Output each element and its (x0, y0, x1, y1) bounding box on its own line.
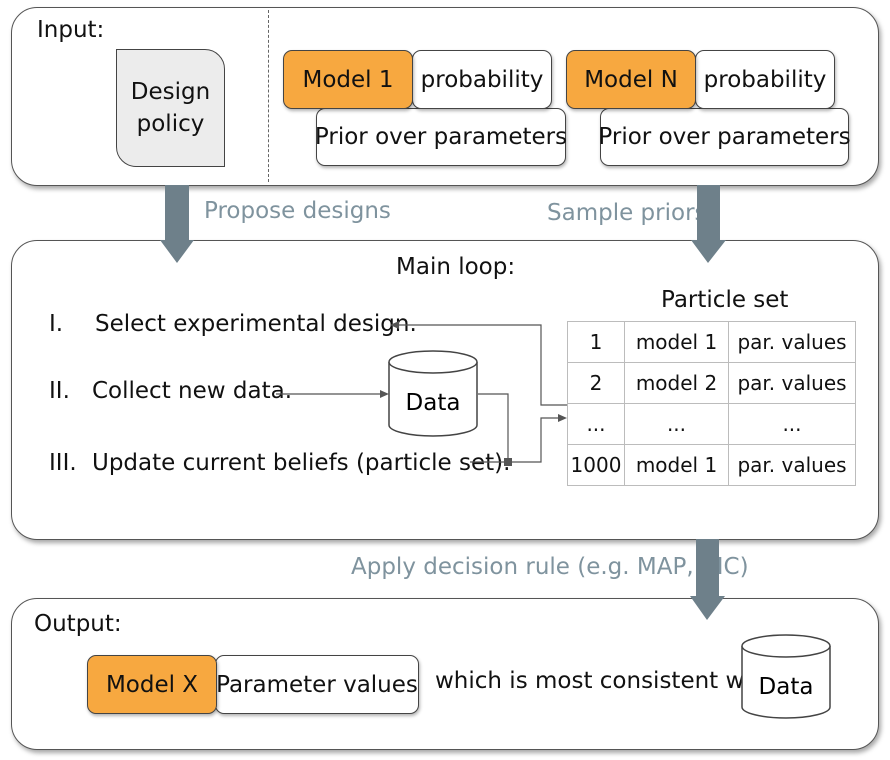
input-divider (268, 10, 269, 182)
model-1-box: Model 1 (283, 50, 413, 109)
table-cell: model 1 (624, 444, 729, 486)
arrowhead-to-table (558, 414, 567, 422)
table-cell: par. values (728, 362, 856, 404)
table-cell: 1 (567, 321, 625, 363)
table-cell: ... (728, 403, 856, 445)
main-loop-title: Main loop: (396, 254, 516, 280)
step-1-text: Select experimental design. (95, 311, 417, 337)
step-3-text: Update current beliefs (particle set). (92, 450, 511, 476)
input-title: Input: (37, 17, 105, 43)
model-x-box: Model X (87, 655, 217, 714)
output-data-cylinder-label: Data (759, 674, 814, 700)
step-1-number: I. (49, 311, 64, 337)
step-3-number: III. (49, 450, 77, 476)
propose-designs-arrow (160, 185, 194, 263)
arrowhead-to-step1 (390, 321, 399, 329)
particle-set-title: Particle set (661, 287, 789, 313)
table-cell: par. values (728, 321, 856, 363)
propose-designs-label: Propose designs (204, 198, 391, 224)
design-policy-box: Design policy (116, 49, 225, 167)
step-2-text: Collect new data. (92, 378, 293, 404)
design-policy-line1: Design (130, 79, 211, 105)
junction-marker (504, 458, 512, 466)
output-data-cylinder-icon: Data (741, 634, 831, 719)
model-n-prior-box: Prior over parameters (598, 108, 851, 166)
particle-set-table: 1 model 1 par. values 2 model 2 par. val… (567, 321, 856, 486)
model-1-probability-box: probability (412, 50, 552, 109)
table-row: 1000 model 1 par. values (567, 444, 856, 486)
step-2-number: II. (49, 378, 70, 404)
model-n-box: Model N (566, 50, 696, 109)
table-cell: model 2 (624, 362, 729, 404)
decision-rule-label: Apply decision rule (e.g. MAP, BIC) (351, 554, 749, 580)
parameter-values-box: Parameter values (215, 655, 419, 714)
consistent-text: which is most consistent with (435, 668, 775, 694)
table-row: 1 model 1 par. values (567, 321, 856, 363)
table-row: ... ... ... (567, 403, 856, 445)
data-cylinder-icon: Data (388, 350, 478, 437)
sample-priors-label: Sample priors (547, 200, 707, 226)
table-cell: 1000 (567, 444, 625, 486)
sample-priors-arrow (691, 185, 726, 263)
output-title: Output: (34, 611, 122, 637)
decision-rule-arrow (690, 539, 725, 620)
data-cylinder-label: Data (406, 390, 461, 416)
model-n-probability-box: probability (695, 50, 835, 109)
model-1-prior-box: Prior over parameters (315, 108, 567, 166)
table-cell: model 1 (624, 321, 729, 363)
table-cell: par. values (728, 444, 856, 486)
table-row: 2 model 2 par. values (567, 362, 856, 404)
arrowhead-to-data (380, 390, 389, 398)
design-policy-line2: policy (136, 111, 205, 137)
